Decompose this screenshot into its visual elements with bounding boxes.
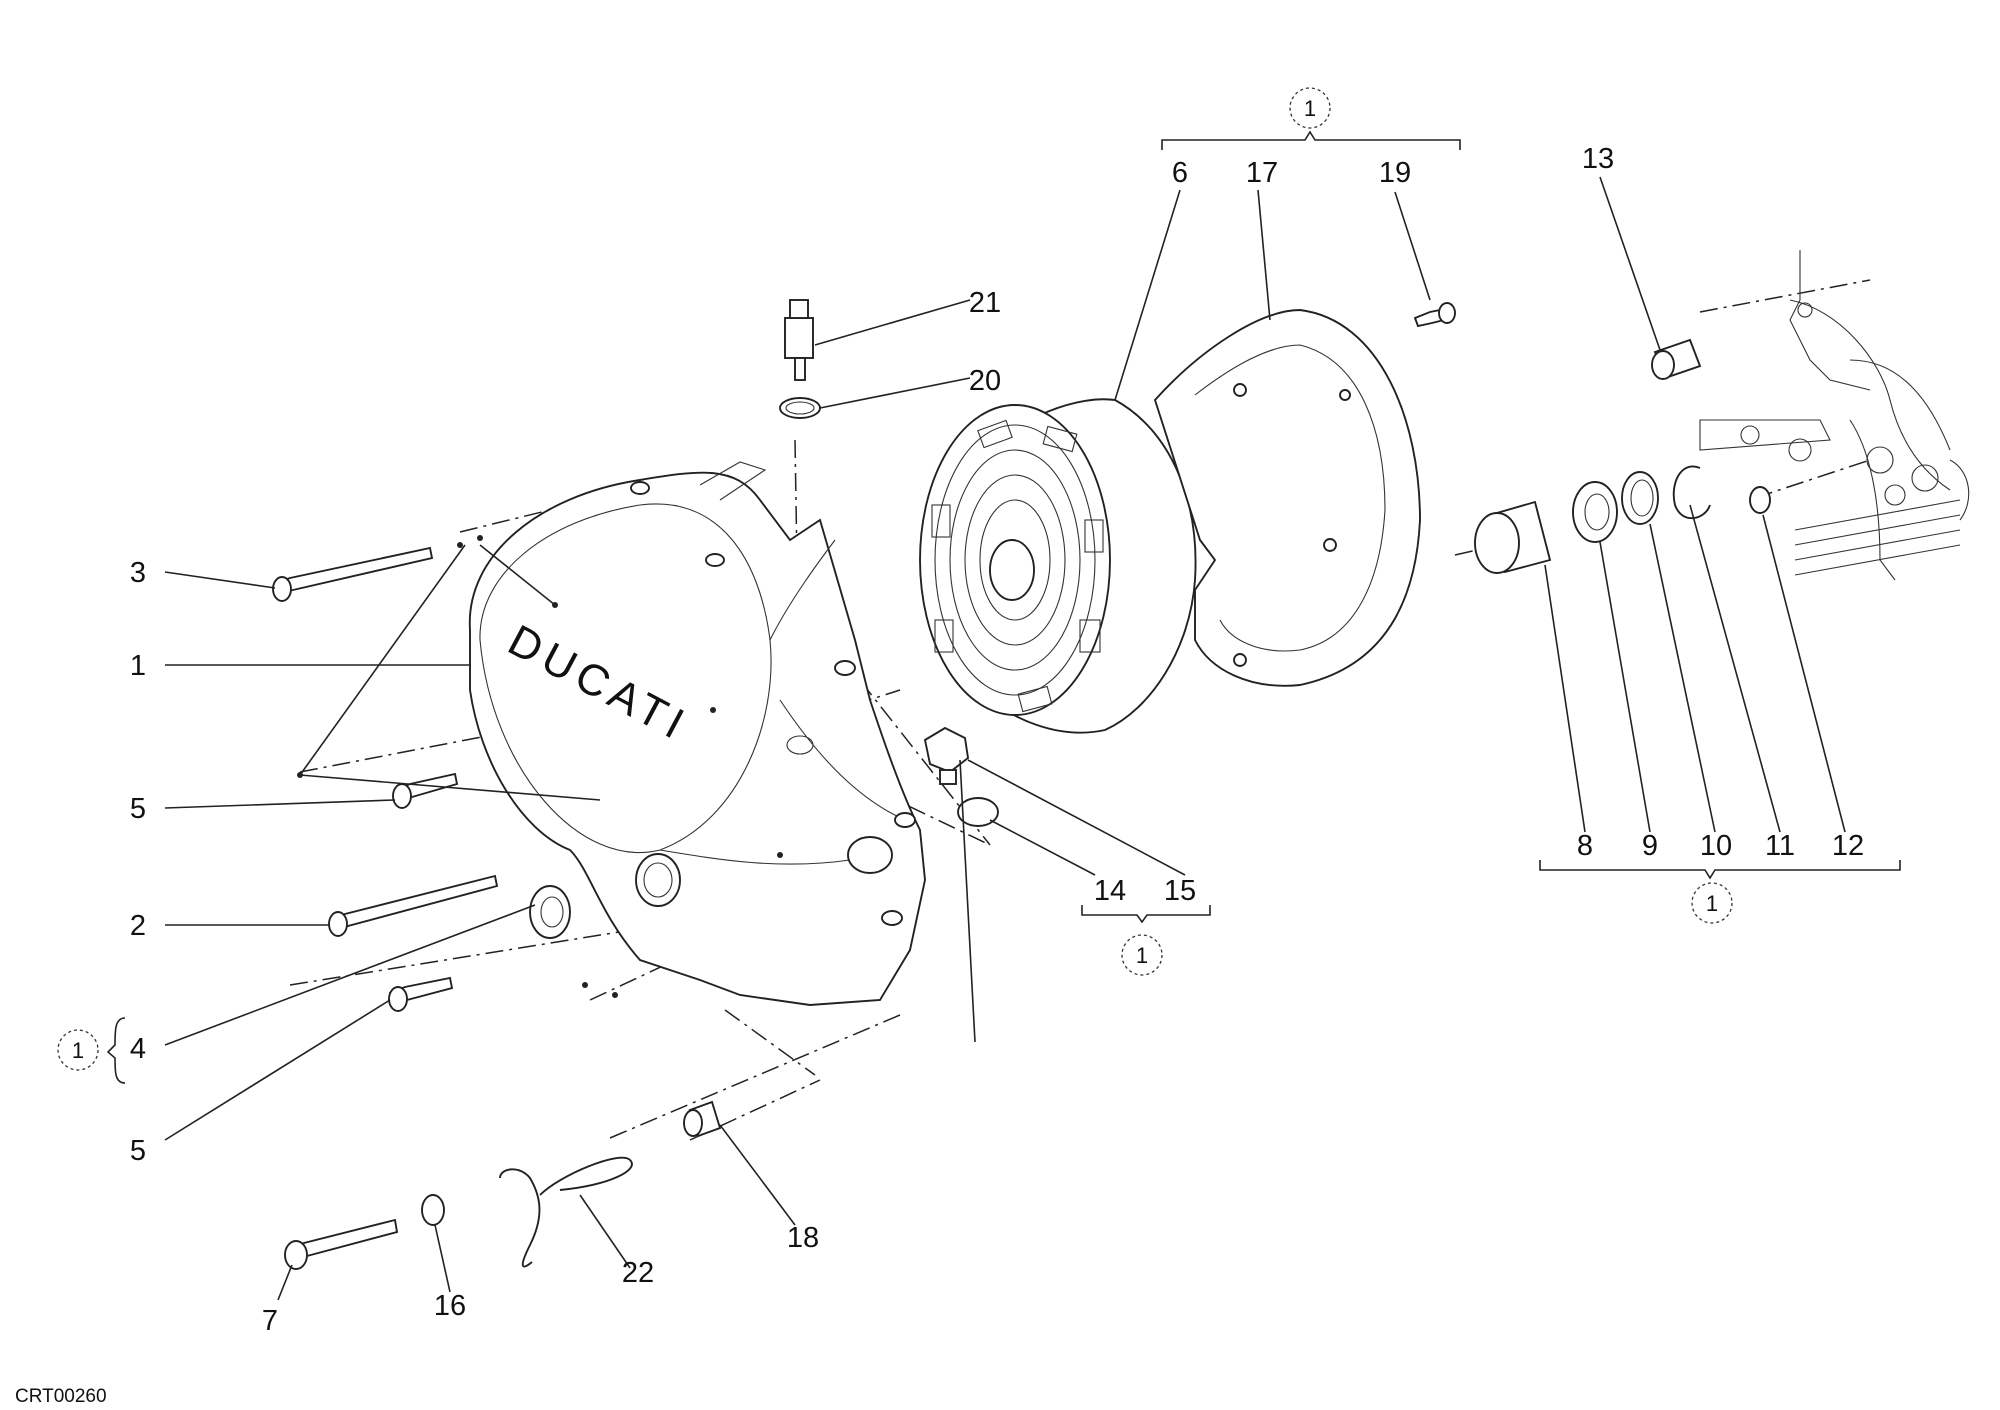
- seal-4: [529, 885, 571, 939]
- callout-22: 22: [622, 1257, 654, 1289]
- callout-8: 8: [1577, 830, 1593, 862]
- oring-14: [957, 797, 999, 827]
- callout-2: 2: [130, 910, 146, 942]
- kit-brackets: [106, 130, 1901, 1084]
- callout-10: 10: [1700, 830, 1732, 862]
- ring-20: [779, 397, 821, 419]
- screw-3: [272, 546, 434, 602]
- kit-marker-8-12: 1: [1691, 882, 1733, 924]
- sensor-21: [784, 299, 814, 381]
- callout-21: 21: [969, 287, 1001, 319]
- callout-19: 19: [1379, 157, 1411, 189]
- bush-18: [683, 1100, 722, 1138]
- callout-15: 15: [1164, 875, 1196, 907]
- callout-labels: 3 1 5 2 4 5 7 16 22 18 14 15 21 20 6 17 …: [130, 143, 1864, 1337]
- callout-12: 12: [1832, 830, 1864, 862]
- screw-5-lower: [388, 976, 454, 1012]
- bearing-9: [1572, 481, 1618, 543]
- callout-13: 13: [1582, 143, 1614, 175]
- circlip-11: [1672, 465, 1711, 520]
- inner-cover: [1153, 309, 1421, 687]
- screw-19: [1413, 302, 1456, 328]
- drawing-code: CRT00260: [15, 1386, 107, 1407]
- callout-1: 1: [130, 650, 146, 682]
- bush-8: [1474, 500, 1552, 574]
- svg-text:1: 1: [1136, 943, 1148, 968]
- callout-9: 9: [1642, 830, 1658, 862]
- callout-4: 4: [130, 1033, 146, 1065]
- kit-marker-4: 1: [57, 1029, 99, 1071]
- clutch-basket: [919, 398, 1197, 734]
- plug-15: [923, 726, 970, 785]
- engine-case: [1699, 250, 1970, 581]
- svg-text:1: 1: [1304, 96, 1316, 121]
- callout-6: 6: [1172, 157, 1188, 189]
- clip-22: [499, 1156, 633, 1268]
- callout-5-upper: 5: [130, 793, 146, 825]
- callout-3: 3: [130, 557, 146, 589]
- callout-17: 17: [1246, 157, 1278, 189]
- screw-2: [328, 874, 499, 937]
- washer-16: [421, 1194, 445, 1226]
- callout-18: 18: [787, 1222, 819, 1254]
- callout-16: 16: [434, 1290, 466, 1322]
- washer-10: [1621, 471, 1659, 525]
- callout-5-lower: 5: [130, 1135, 146, 1167]
- oring-12: [1749, 486, 1771, 514]
- clutch-cover: DUCATI: [468, 461, 926, 1006]
- leader-lines: [164, 176, 1846, 1301]
- screw-5-upper: [392, 772, 459, 809]
- callout-7: 7: [262, 1305, 278, 1337]
- screw-7: [284, 1218, 399, 1270]
- callout-14: 14: [1094, 875, 1126, 907]
- svg-text:1: 1: [72, 1038, 84, 1063]
- kit-marker-top: 1: [1289, 87, 1331, 129]
- callout-11: 11: [1765, 830, 1795, 862]
- leader-dots: [297, 535, 783, 998]
- svg-text:1: 1: [1706, 891, 1718, 916]
- bush-13: [1651, 338, 1702, 380]
- kit-marker-14-15: 1: [1121, 934, 1163, 976]
- callout-20: 20: [969, 365, 1001, 397]
